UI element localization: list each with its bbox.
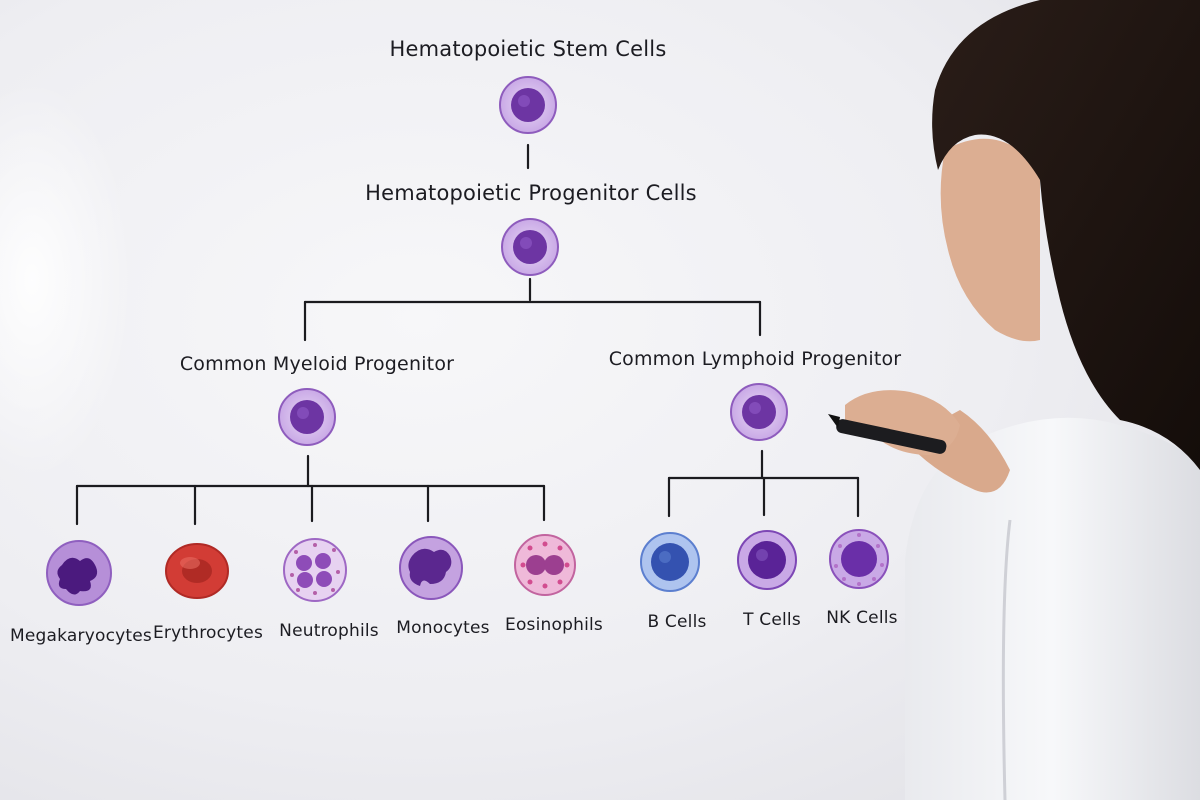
scientist-figure xyxy=(828,0,1200,800)
progenitor-cell-label: Hematopoietic Progenitor Cells xyxy=(365,181,697,205)
face xyxy=(940,138,1040,342)
monocytes-label: Monocytes xyxy=(396,618,490,638)
marker-icon xyxy=(828,414,947,454)
erythrocyte-cell xyxy=(165,543,229,599)
progenitor-cell xyxy=(501,218,559,276)
b-cell xyxy=(640,532,700,592)
eosinophils-label: Eosinophils xyxy=(505,615,603,635)
megakaryocytes-label: Megakaryocytes xyxy=(10,626,152,646)
lymphoid-progenitor-cell xyxy=(730,383,788,441)
t-cell xyxy=(737,530,797,590)
myeloid-progenitor-cell xyxy=(278,388,336,446)
stem-cell xyxy=(499,76,557,134)
t-cells-label: T Cells xyxy=(743,610,801,630)
tree-connectors xyxy=(75,143,860,526)
neutrophil-cell xyxy=(283,538,347,602)
lab-coat xyxy=(905,417,1200,800)
hair xyxy=(932,0,1200,470)
erythrocytes-label: Erythrocytes xyxy=(152,623,264,643)
nk-cells-label: NK Cells xyxy=(826,608,898,628)
nk-cell xyxy=(829,529,889,589)
monocyte-cell xyxy=(399,536,463,600)
stem-cell-label: Hematopoietic Stem Cells xyxy=(389,37,667,61)
board-glare xyxy=(0,0,400,800)
lymphoid-progenitor-label: Common Lymphoid Progenitor xyxy=(608,348,902,370)
neutrophils-label: Neutrophils xyxy=(279,621,379,641)
b-cells-label: B Cells xyxy=(647,612,707,632)
eosinophil-cell xyxy=(514,534,576,596)
megakaryocyte-cell xyxy=(46,540,112,606)
myeloid-progenitor-label: Common Myeloid Progenitor xyxy=(179,353,455,375)
